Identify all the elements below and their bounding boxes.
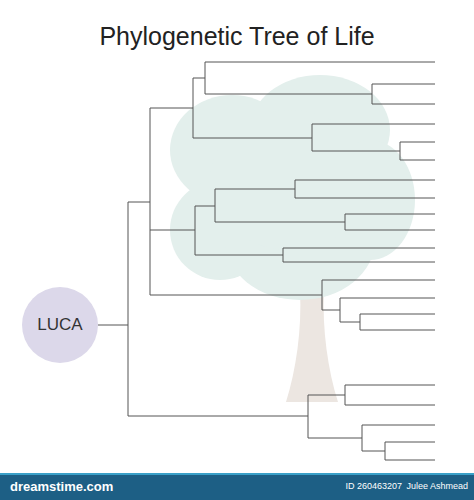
diagram-title: Phylogenetic Tree of Life xyxy=(0,22,474,51)
node-text: LUCA xyxy=(37,315,82,335)
watermark-id: ID 260463207 xyxy=(345,481,402,491)
footer-bar xyxy=(0,473,474,500)
watermark-author: Julee Ashmead xyxy=(406,481,468,491)
root-circle: LUCA xyxy=(22,287,98,363)
tree-branches xyxy=(98,62,435,460)
footer-stripe xyxy=(0,473,474,475)
watermark-logo: dreamstime.com xyxy=(10,479,113,494)
tree-trunk xyxy=(286,290,338,402)
